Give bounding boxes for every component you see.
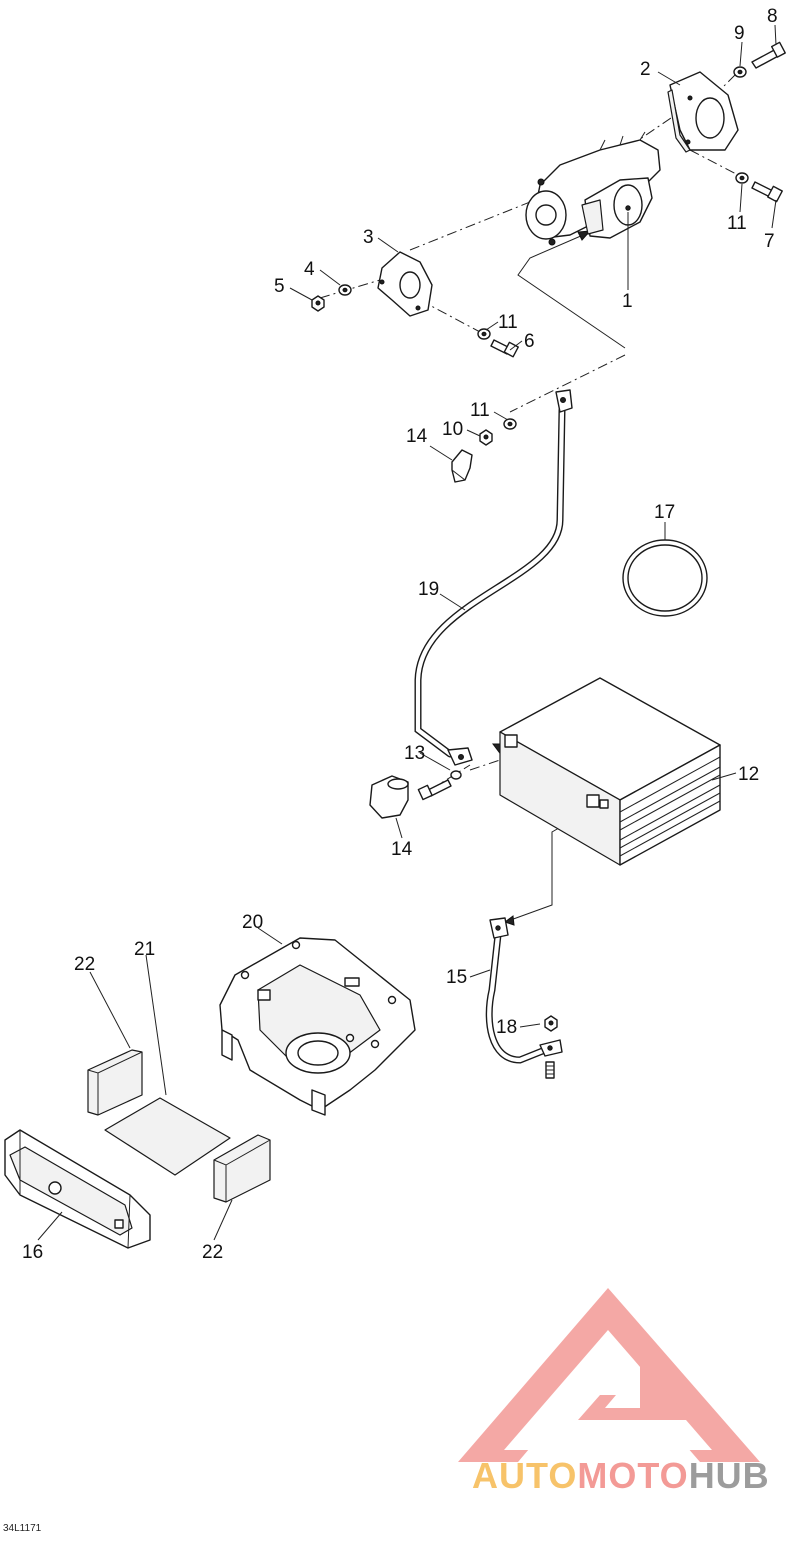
part-11-washer — [735, 172, 749, 184]
part-13-bolt — [417, 770, 462, 801]
part-21-pad — [104, 1097, 231, 1176]
callout-12: 12 — [738, 764, 759, 785]
part-18-nut — [544, 1015, 558, 1079]
callout-2: 2 — [640, 59, 651, 80]
part-22-foam-upper — [87, 1049, 143, 1116]
part-6-bolt — [490, 339, 519, 358]
callout-22-lower: 22 — [202, 1242, 223, 1263]
callout-19: 19 — [418, 579, 439, 600]
alignment-line — [509, 354, 626, 413]
alignment-line — [689, 149, 741, 177]
part-11-washer-cable — [503, 418, 517, 430]
part-12-battery — [499, 677, 721, 866]
part-10-nut — [479, 429, 493, 446]
part-2-bracket — [667, 71, 739, 153]
part-8-bolt — [751, 41, 786, 69]
part-17-o-ring — [622, 539, 708, 617]
part-14-terminal-boot-upper — [451, 449, 473, 483]
callout-15: 15 — [446, 967, 467, 988]
callout-5: 5 — [274, 276, 285, 297]
callout-13: 13 — [404, 743, 425, 764]
alignment-line — [469, 759, 501, 771]
watermark-logo-triangle — [458, 1288, 760, 1462]
callout-3: 3 — [363, 227, 374, 248]
routing-line — [517, 231, 626, 349]
diagram-reference-code: 34L1171 — [3, 1523, 42, 1534]
watermark-word-auto: AUTO — [472, 1455, 578, 1496]
part-5-nut — [311, 295, 325, 312]
callout-10: 10 — [442, 419, 463, 440]
callout-6: 6 — [524, 331, 535, 352]
routing-arrow — [577, 230, 592, 241]
callout-8: 8 — [767, 6, 778, 27]
watermark-word-hub: HUB — [688, 1455, 770, 1496]
callout-14-upper: 14 — [406, 426, 428, 447]
callout-7: 7 — [764, 231, 775, 252]
callout-18: 18 — [496, 1017, 517, 1038]
callout-9: 9 — [734, 23, 745, 44]
part-14-terminal-boot-lower — [369, 775, 409, 819]
part-19-positive-cable — [414, 389, 573, 766]
part-9-washer — [733, 66, 747, 78]
callout-17: 17 — [654, 502, 675, 523]
callout-11-left: 11 — [498, 312, 518, 333]
callout-22-upper: 22 — [74, 954, 95, 975]
callout-14-lower: 14 — [391, 839, 413, 860]
part-4-washer — [338, 284, 352, 296]
callout-21: 21 — [134, 939, 155, 960]
alignment-line — [419, 299, 481, 333]
callout-1: 1 — [622, 291, 633, 312]
part-16-battery-cover — [4, 1129, 151, 1249]
callout-16: 16 — [22, 1242, 43, 1263]
callout-leaders — [37, 24, 777, 1241]
callout-11-right: 11 — [727, 213, 747, 234]
part-1-starter-motor — [525, 131, 661, 246]
part-7-bolt — [751, 181, 783, 203]
watermark-word-moto: MOTO — [577, 1455, 689, 1496]
part-3-bracket — [377, 251, 433, 317]
callout-4: 4 — [304, 259, 315, 280]
part-15-negative-cable — [485, 917, 563, 1064]
callout-11-cable: 11 — [470, 400, 490, 421]
part-22-foam-lower — [213, 1134, 271, 1203]
part-11-washer-left — [477, 328, 491, 340]
callout-20: 20 — [242, 912, 263, 933]
routing-arrow — [503, 915, 515, 926]
watermark-logo-text: AUTOMOTOHUB — [472, 1455, 770, 1497]
part-20-battery-tray — [219, 937, 416, 1116]
